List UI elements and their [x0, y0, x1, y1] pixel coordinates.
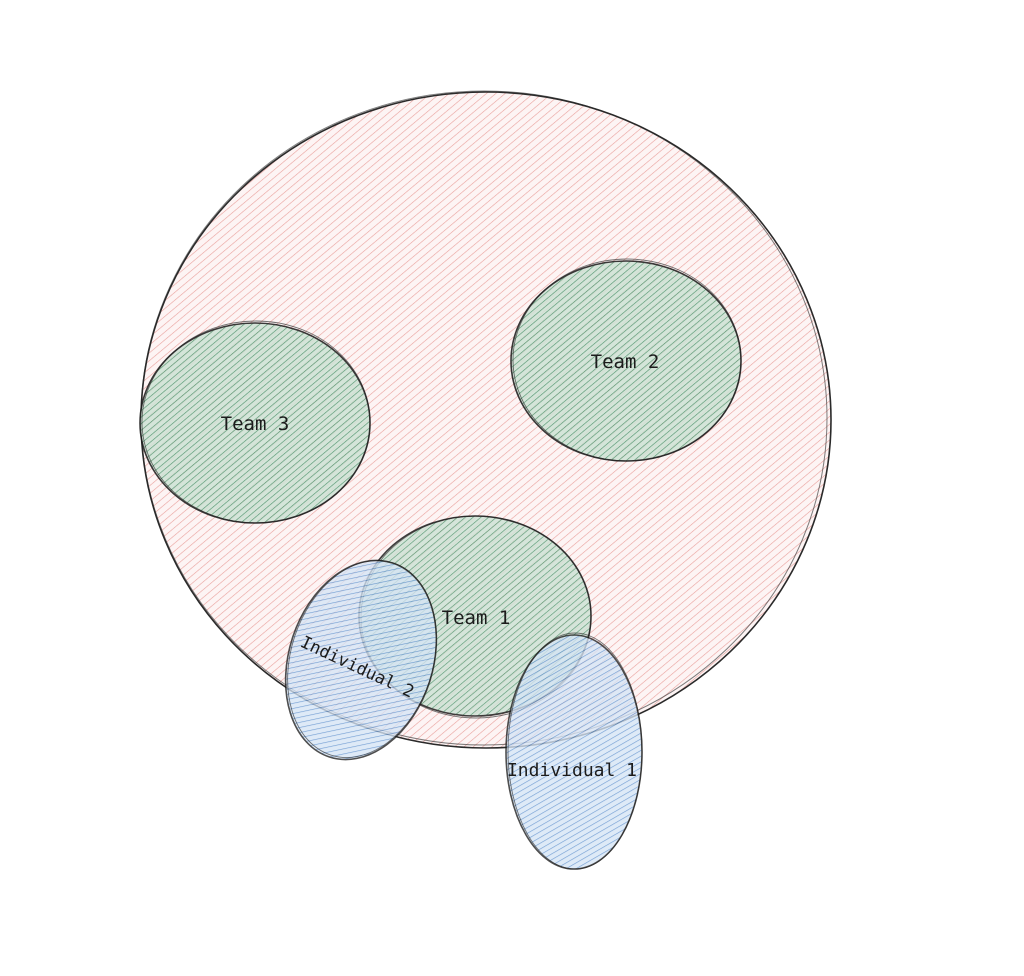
team-2-circle[interactable]: Team 2	[510, 258, 742, 462]
individual-1-label: Individual 1	[507, 760, 637, 781]
individual-2-ellipse[interactable]: Individual 2	[261, 541, 461, 780]
team-2-label: Team 2	[591, 351, 660, 373]
individual-1-ellipse[interactable]: Individual 1	[505, 632, 643, 870]
team-3-circle[interactable]: Team 3	[139, 320, 371, 524]
team-1-label: Team 1	[442, 607, 511, 629]
team-3-label: Team 3	[221, 413, 290, 435]
